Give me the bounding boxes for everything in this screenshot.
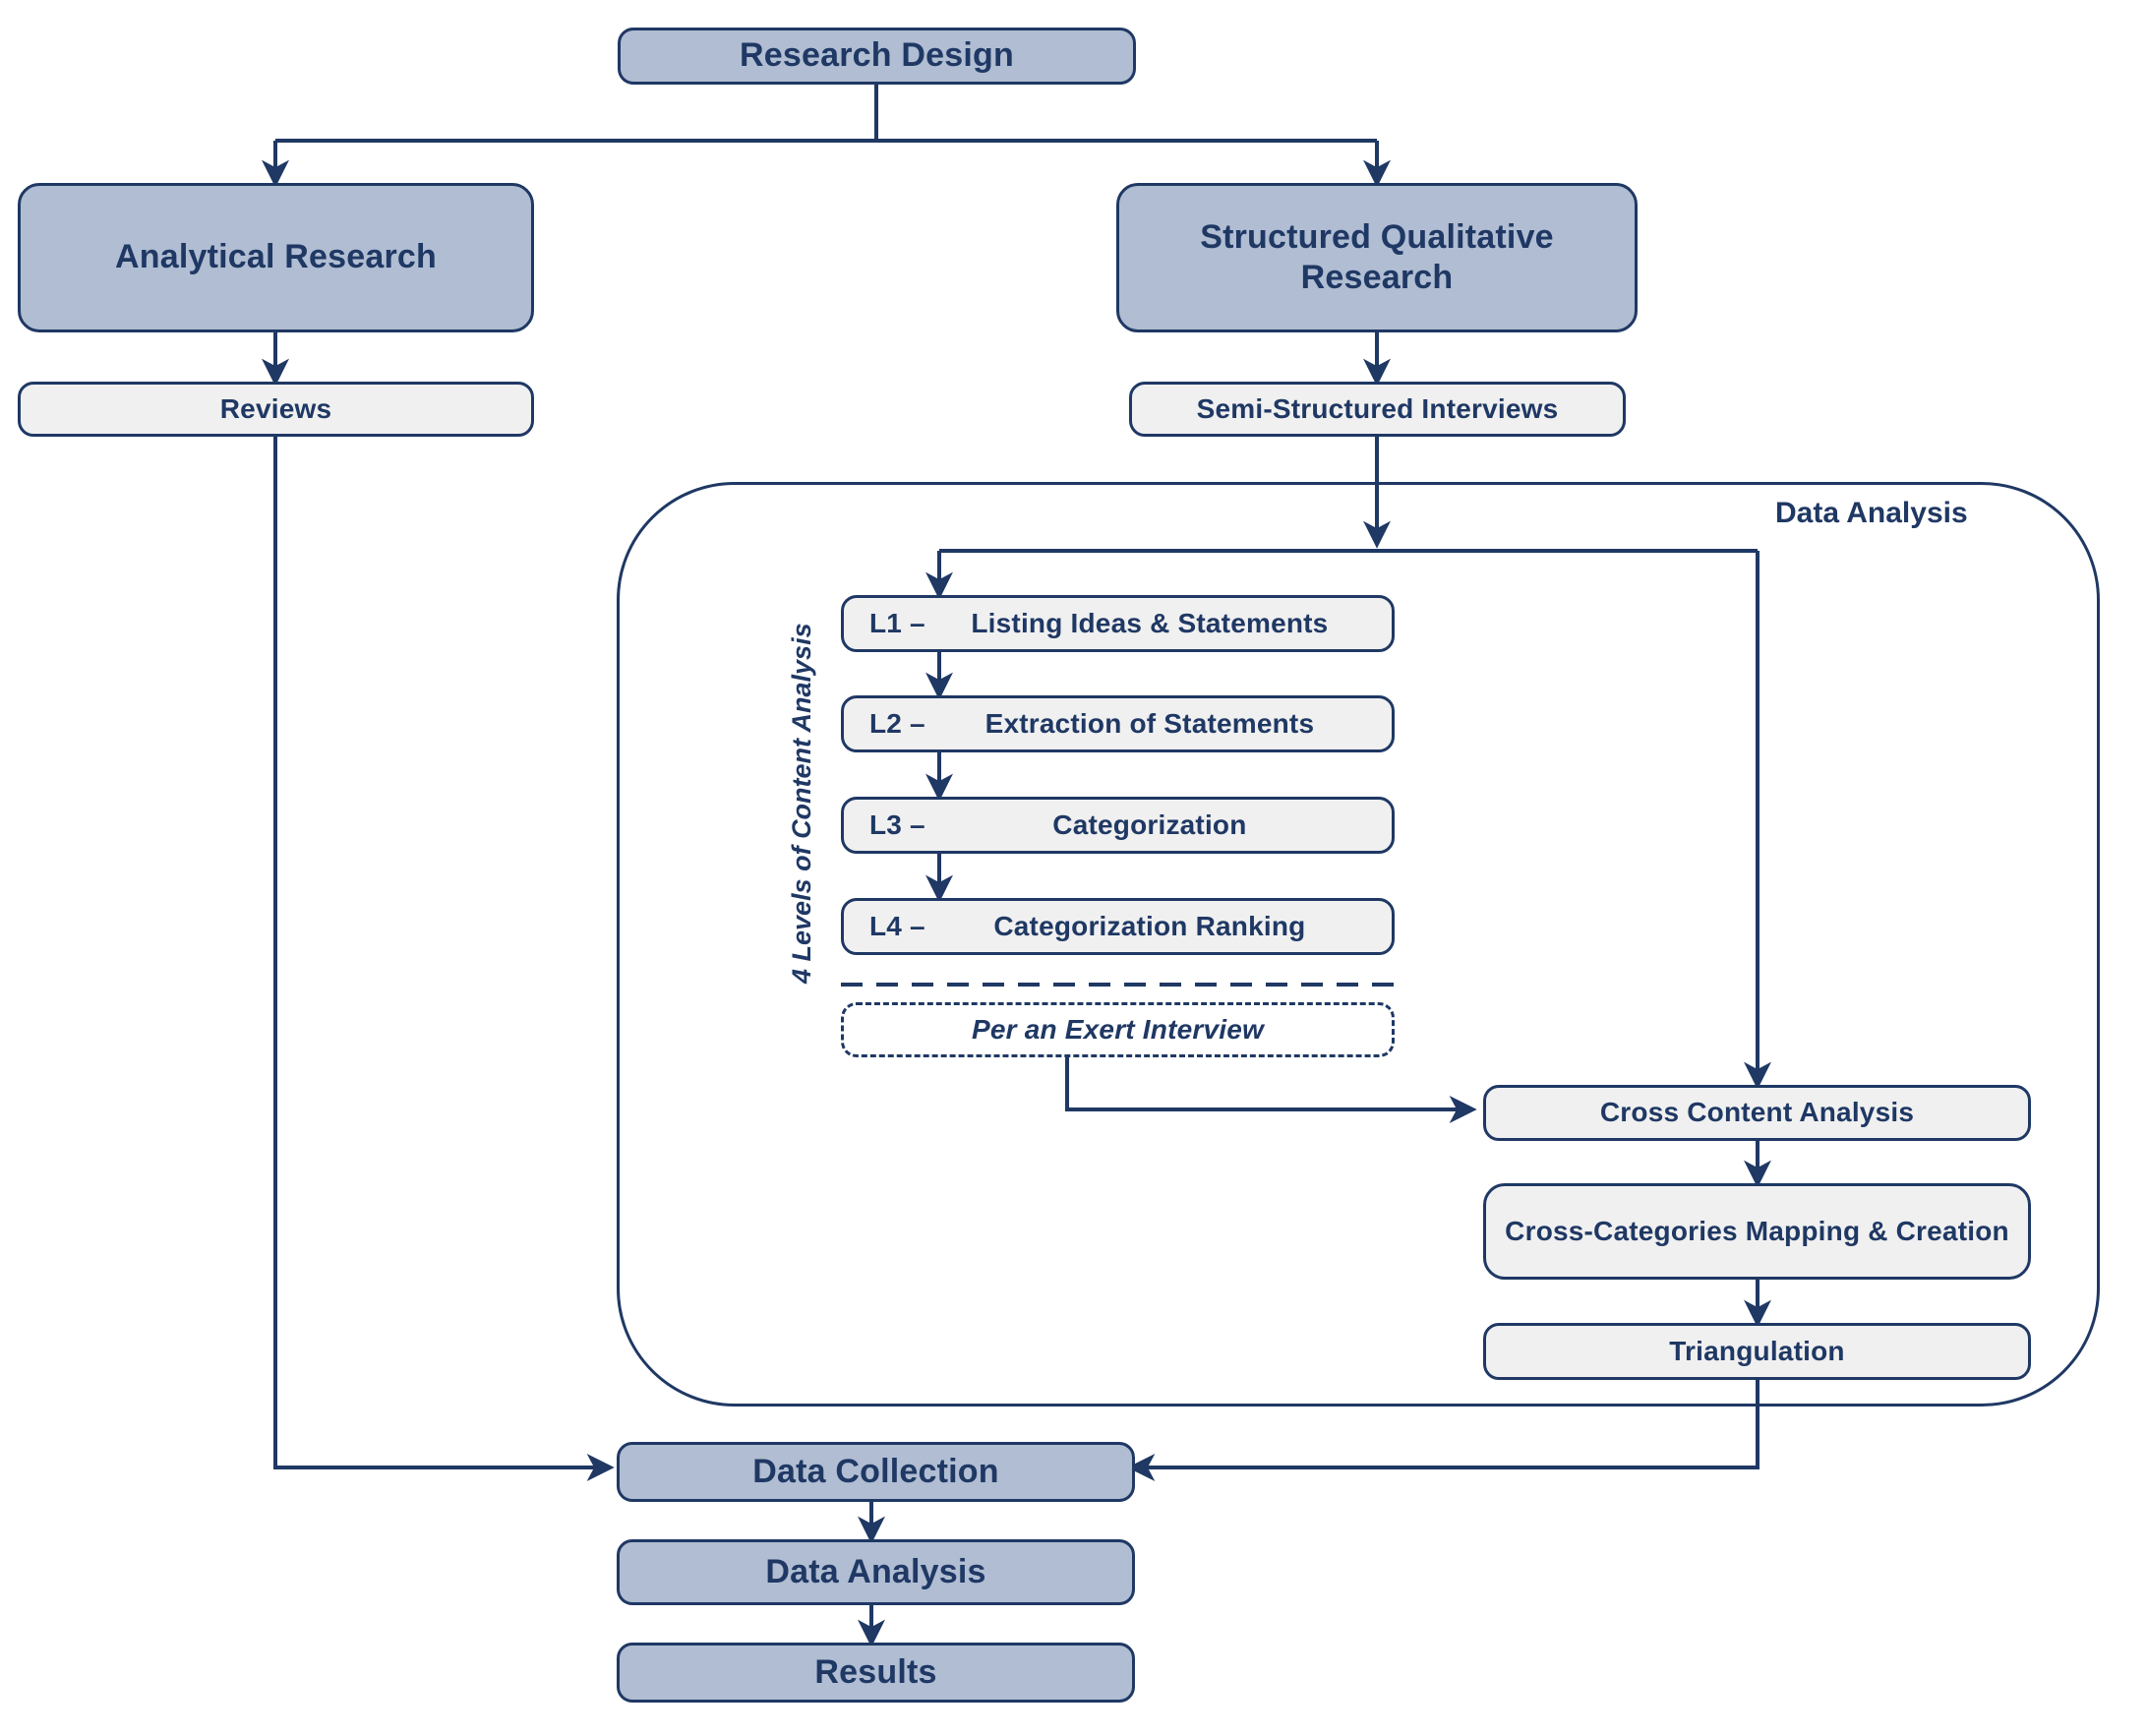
node-cross-content-analysis-label: Cross Content Analysis: [1599, 1097, 1915, 1128]
node-results-label: Results: [814, 1652, 937, 1691]
node-data-collection[interactable]: Data Collection: [617, 1442, 1135, 1502]
node-l3-code: L3 –: [869, 808, 925, 840]
node-structured-qualitative-research[interactable]: Structured Qualitative Research: [1116, 183, 1638, 332]
node-triangulation-label: Triangulation: [1669, 1335, 1845, 1366]
node-l4-categorization-ranking[interactable]: L4 – Categorization Ranking: [841, 898, 1395, 955]
node-results[interactable]: Results: [617, 1643, 1135, 1703]
node-l3-categorization[interactable]: L3 – Categorization: [841, 797, 1395, 854]
node-l2-code: L2 –: [869, 707, 925, 739]
node-research-design[interactable]: Research Design: [618, 28, 1136, 85]
node-data-analysis[interactable]: Data Analysis: [617, 1539, 1135, 1605]
node-cross-categories-mapping-label: Cross-Categories Mapping & Creation: [1505, 1215, 2009, 1246]
node-l1-label: Listing Ideas & Statements: [971, 607, 1329, 638]
node-data-collection-label: Data Collection: [752, 1452, 999, 1490]
node-semi-structured-interviews-label: Semi-Structured Interviews: [1196, 392, 1559, 424]
levels-of-content-analysis-caption: 4 Levels of Content Analysis: [787, 623, 816, 984]
node-reviews[interactable]: Reviews: [18, 382, 534, 437]
edge-reviews-to-data-collection: [273, 436, 615, 1481]
node-l4-code: L4 –: [869, 910, 925, 941]
node-research-design-label: Research Design: [740, 36, 1014, 75]
node-l1-code: L1 –: [869, 607, 925, 638]
node-l3-label: Categorization: [1052, 808, 1247, 840]
node-reviews-label: Reviews: [219, 392, 332, 424]
node-structured-qualitative-research-label: Structured Qualitative Research: [1200, 217, 1554, 296]
node-l4-label: Categorization Ranking: [993, 910, 1306, 941]
node-analytical-research[interactable]: Analytical Research: [18, 183, 534, 332]
node-triangulation[interactable]: Triangulation: [1483, 1323, 2031, 1380]
node-cross-categories-mapping[interactable]: Cross-Categories Mapping & Creation: [1483, 1183, 2031, 1280]
node-analytical-research-label: Analytical Research: [115, 238, 437, 276]
node-cross-content-analysis[interactable]: Cross Content Analysis: [1483, 1085, 2031, 1141]
node-semi-structured-interviews[interactable]: Semi-Structured Interviews: [1129, 382, 1626, 437]
node-l2-extraction[interactable]: L2 – Extraction of Statements: [841, 695, 1395, 752]
data-analysis-group-title: Data Analysis: [1775, 497, 1968, 529]
data-analysis-group-container: [617, 482, 2100, 1407]
node-expert-interview-label: Per an Exert Interview: [972, 1013, 1264, 1045]
node-l2-label: Extraction of Statements: [984, 707, 1315, 739]
node-data-analysis-label: Data Analysis: [765, 1552, 986, 1590]
node-l1-listing-ideas[interactable]: L1 – Listing Ideas & Statements: [841, 595, 1395, 652]
node-expert-interview[interactable]: Per an Exert Interview: [841, 1002, 1395, 1057]
